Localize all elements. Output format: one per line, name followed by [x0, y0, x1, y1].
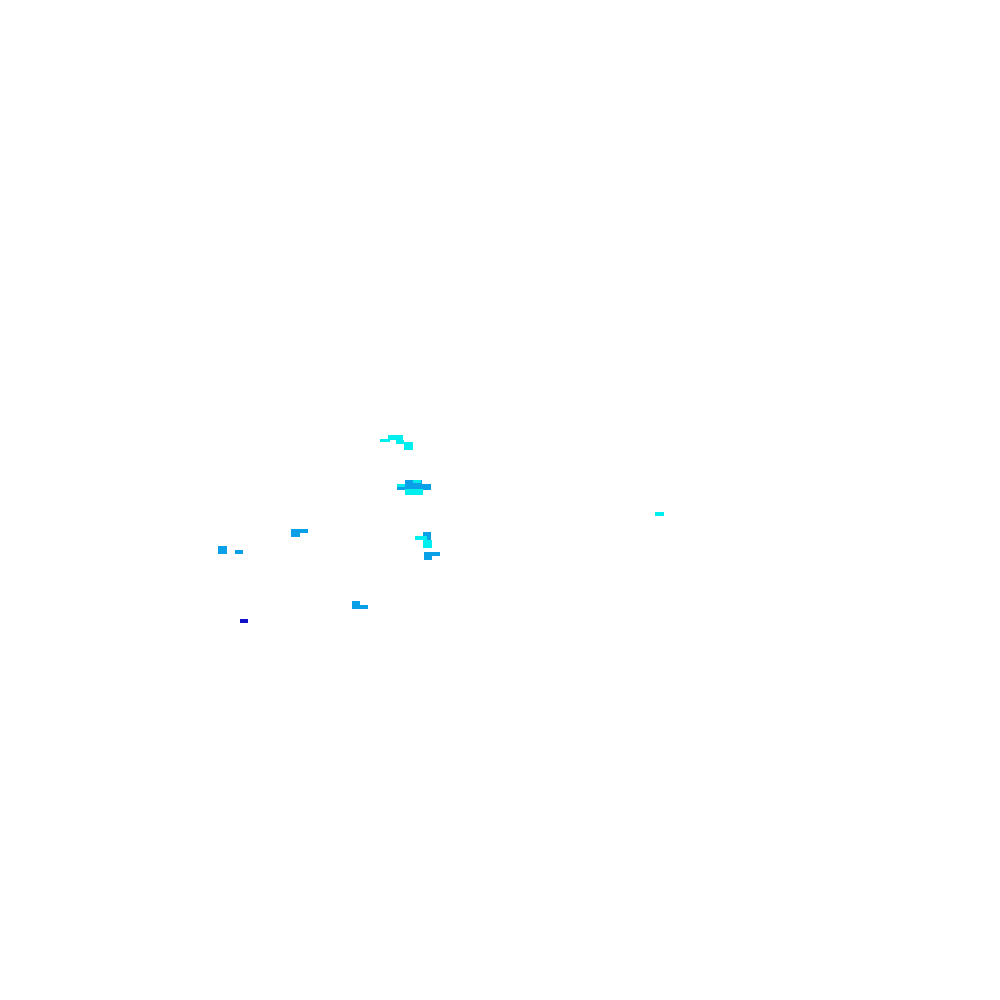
cluster-left-dash-pixel-1 [291, 532, 300, 537]
cluster-center-glow-pixel-0 [397, 484, 405, 487]
cluster-far-left-dots-pixel-1 [235, 550, 243, 554]
cluster-dark-mark-pixel-0 [240, 619, 248, 623]
cluster-lower-dash-pixel-1 [358, 605, 368, 609]
cluster-upper-arc-pixel-1 [380, 439, 390, 442]
cluster-upper-arc-pixel-3 [404, 442, 413, 450]
cluster-right-dot [655, 512, 664, 516]
cluster-far-left-dots-pixel-0 [218, 546, 227, 554]
cluster-mid-column-glow-pixel-0 [415, 536, 427, 540]
cluster-lower-dash [352, 601, 368, 609]
cluster-far-left-dots [218, 546, 243, 554]
cluster-center-glow-pixel-1 [405, 489, 423, 495]
cluster-mid-column-glow-pixel-1 [423, 540, 432, 548]
cluster-right-dot-pixel-0 [655, 512, 664, 516]
cluster-mid-column-pixel-1 [424, 552, 440, 556]
cluster-lower-dash-pixel-0 [352, 601, 360, 609]
cluster-dark-mark [240, 619, 248, 623]
cluster-upper-arc-pixel-2 [396, 440, 404, 444]
cluster-mid-column-pixel-2 [424, 555, 432, 560]
cluster-center-bar-pixel-1 [397, 484, 431, 490]
cluster-upper-arc-pixel-0 [388, 435, 403, 440]
cluster-left-dash [291, 529, 308, 537]
cluster-left-dash-pixel-0 [291, 529, 308, 533]
cluster-mid-column-glow [415, 536, 432, 548]
cluster-upper-arc [380, 435, 413, 450]
cluster-center-glow-pixel-2 [413, 480, 421, 483]
cluster-center-glow [397, 480, 423, 495]
